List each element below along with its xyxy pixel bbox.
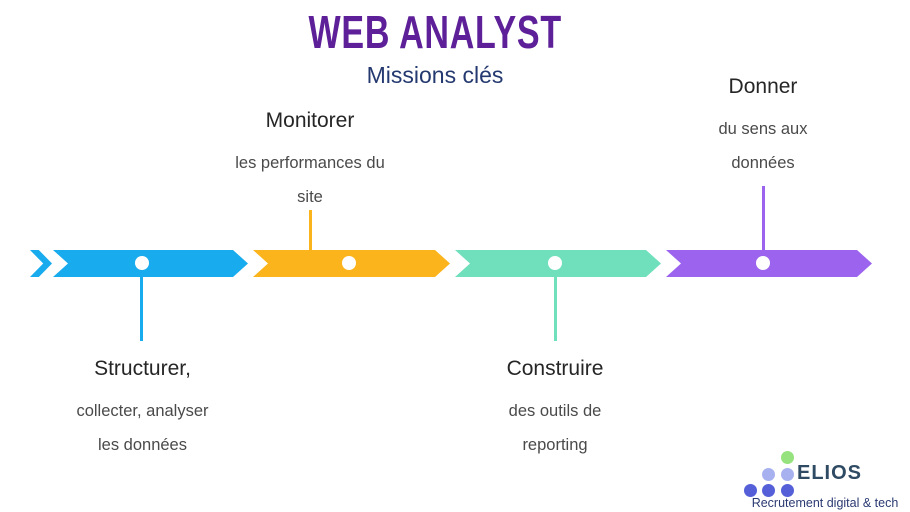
connector-line-monitorer	[309, 210, 312, 250]
timeline-segment-structurer	[53, 250, 248, 277]
milestone-label-construire: Construire des outils de reporting	[465, 356, 645, 462]
connector-line-construire	[554, 277, 557, 341]
milestone-subline: site	[297, 188, 323, 206]
timeline-dot-monitorer	[342, 256, 356, 270]
timeline-dot-donner	[756, 256, 770, 270]
logo-tagline: Recrutement digital & tech	[751, 496, 899, 510]
connector-line-structurer	[140, 277, 143, 341]
logo-brand-text: ELIOS	[797, 462, 863, 484]
milestone-subline: données	[731, 154, 795, 172]
milestone-label-structurer: Structurer, collecter, analyser les donn…	[40, 356, 245, 462]
elios-logo: ELIOS Recrutement digital & tech	[740, 446, 910, 512]
milestone-heading: Structurer,	[94, 357, 191, 380]
milestone-heading: Construire	[506, 357, 604, 380]
milestone-subline: les données	[98, 436, 187, 454]
page-subtitle: Missions clés	[366, 62, 504, 89]
connector-line-donner	[762, 186, 765, 250]
milestone-subline: des outils de	[508, 402, 602, 420]
timeline-dot-construire	[548, 256, 562, 270]
timeline-dot-structurer	[135, 256, 149, 270]
milestone-label-monitorer: Monitorer les performances du site	[190, 108, 430, 214]
milestone-subline: les performances du	[235, 154, 385, 172]
milestone-heading: Donner	[728, 75, 798, 98]
milestone-label-donner: Donner du sens aux données	[683, 74, 843, 180]
page-title: WEB ANALYST	[308, 6, 562, 58]
logo-dot-icon	[762, 468, 775, 481]
logo-dot-icon	[762, 484, 775, 497]
logo-dot-icon	[744, 484, 757, 497]
logo-dot-icon	[781, 451, 794, 464]
logo-dot-icon	[781, 484, 794, 497]
header: WEB ANALYST Missions clés	[0, 8, 870, 89]
timeline-start-chevron-icon	[30, 250, 52, 277]
milestone-subline: collecter, analyser	[76, 402, 209, 420]
milestone-subline: reporting	[522, 436, 588, 454]
logo-dot-icon	[781, 468, 794, 481]
milestone-heading: Monitorer	[265, 109, 355, 132]
milestone-subline: du sens aux	[718, 120, 808, 138]
